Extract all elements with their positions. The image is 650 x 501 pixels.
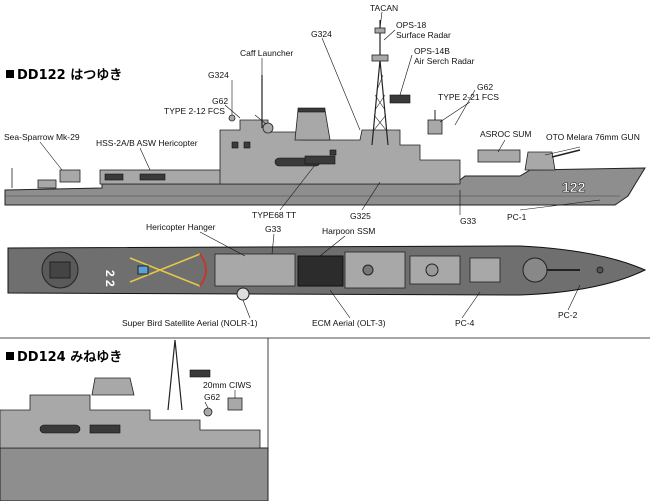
label-ecm: ECM Aerial (OLT-3) (312, 318, 386, 328)
label-hangar: Hericopter Hanger (146, 222, 216, 232)
type212-fcs-dome (262, 122, 274, 134)
ciws-mount (227, 397, 243, 411)
label-superbird: Super Bird Satellite Aerial (NOLR-1) (122, 318, 258, 328)
label-hss: HSS-2A/B ASW Hericopter (96, 138, 198, 148)
label-g33-b: G33 (265, 224, 281, 234)
dd122-top-view: 2 2 (7, 245, 647, 301)
label-type221: TYPE 2-21 FCS (438, 92, 499, 102)
dd124-title: DD124 みねゆき (17, 350, 122, 365)
sea-sparrow-launcher (59, 169, 81, 183)
label-pc4: PC-4 (455, 318, 475, 328)
label-g62-b: G62 (477, 82, 493, 92)
type221-fcs (427, 119, 443, 135)
label-ops14b: OPS-14B (414, 46, 450, 56)
label-oto: OTO Melara 76mm GUN (546, 132, 640, 142)
label-surface-radar: Surface Radar (396, 30, 451, 40)
hull-number-side: 122 (562, 179, 586, 195)
label-g62-c: G62 (204, 392, 220, 402)
dd124-side-view (0, 337, 650, 501)
heli-guide-lines (129, 253, 201, 287)
label-ops18: OPS-18 (396, 20, 427, 30)
label-pc2: PC-2 (558, 310, 578, 320)
label-g33-a: G33 (460, 216, 476, 226)
oto-melara-gun (524, 151, 556, 171)
gun-top (522, 257, 548, 283)
label-type68: TYPE68 TT (252, 210, 296, 220)
label-g324-a: G324 (311, 29, 332, 39)
label-harpoon: Harpoon SSM (322, 226, 375, 236)
label-asroc: ASROC SUM (480, 129, 531, 139)
type68-tt-side (304, 155, 336, 165)
label-g324-b: G324 (208, 70, 229, 80)
asroc-top (469, 257, 501, 283)
harpoon-ssm-top (297, 255, 344, 287)
hull-number-deck: 2 2 (103, 270, 117, 287)
label-pc1: PC-1 (507, 212, 527, 222)
funnel (294, 109, 331, 141)
dd124-radar (189, 369, 211, 378)
hangar-door (199, 253, 207, 287)
asroc-launcher (477, 149, 521, 163)
label-type212: TYPE 2-12 FCS (164, 106, 225, 116)
label-ciws: 20mm CIWS (203, 380, 252, 390)
label-seasparrow: Sea-Sparrow Mk-29 (4, 132, 80, 142)
hangar-top (214, 253, 296, 287)
label-g62-a: G62 (212, 96, 228, 106)
dd122-superstructure (219, 119, 461, 185)
label-tacan: TACAN (370, 3, 398, 13)
dd124-superstructure (0, 394, 261, 449)
dd122-title: DD122 はつゆき (17, 68, 122, 83)
dd122-side-view: 122 (4, 20, 646, 206)
dd124-hull (0, 447, 269, 501)
satellite-aerial (236, 287, 250, 301)
label-g325: G325 (350, 211, 371, 221)
leader-lines (39, 11, 601, 409)
label-caff: Caff Launcher (240, 48, 293, 58)
bridge-top (344, 251, 406, 289)
ops14b-radar (389, 94, 411, 104)
label-air-radar: Air Serch Radar (414, 56, 475, 66)
